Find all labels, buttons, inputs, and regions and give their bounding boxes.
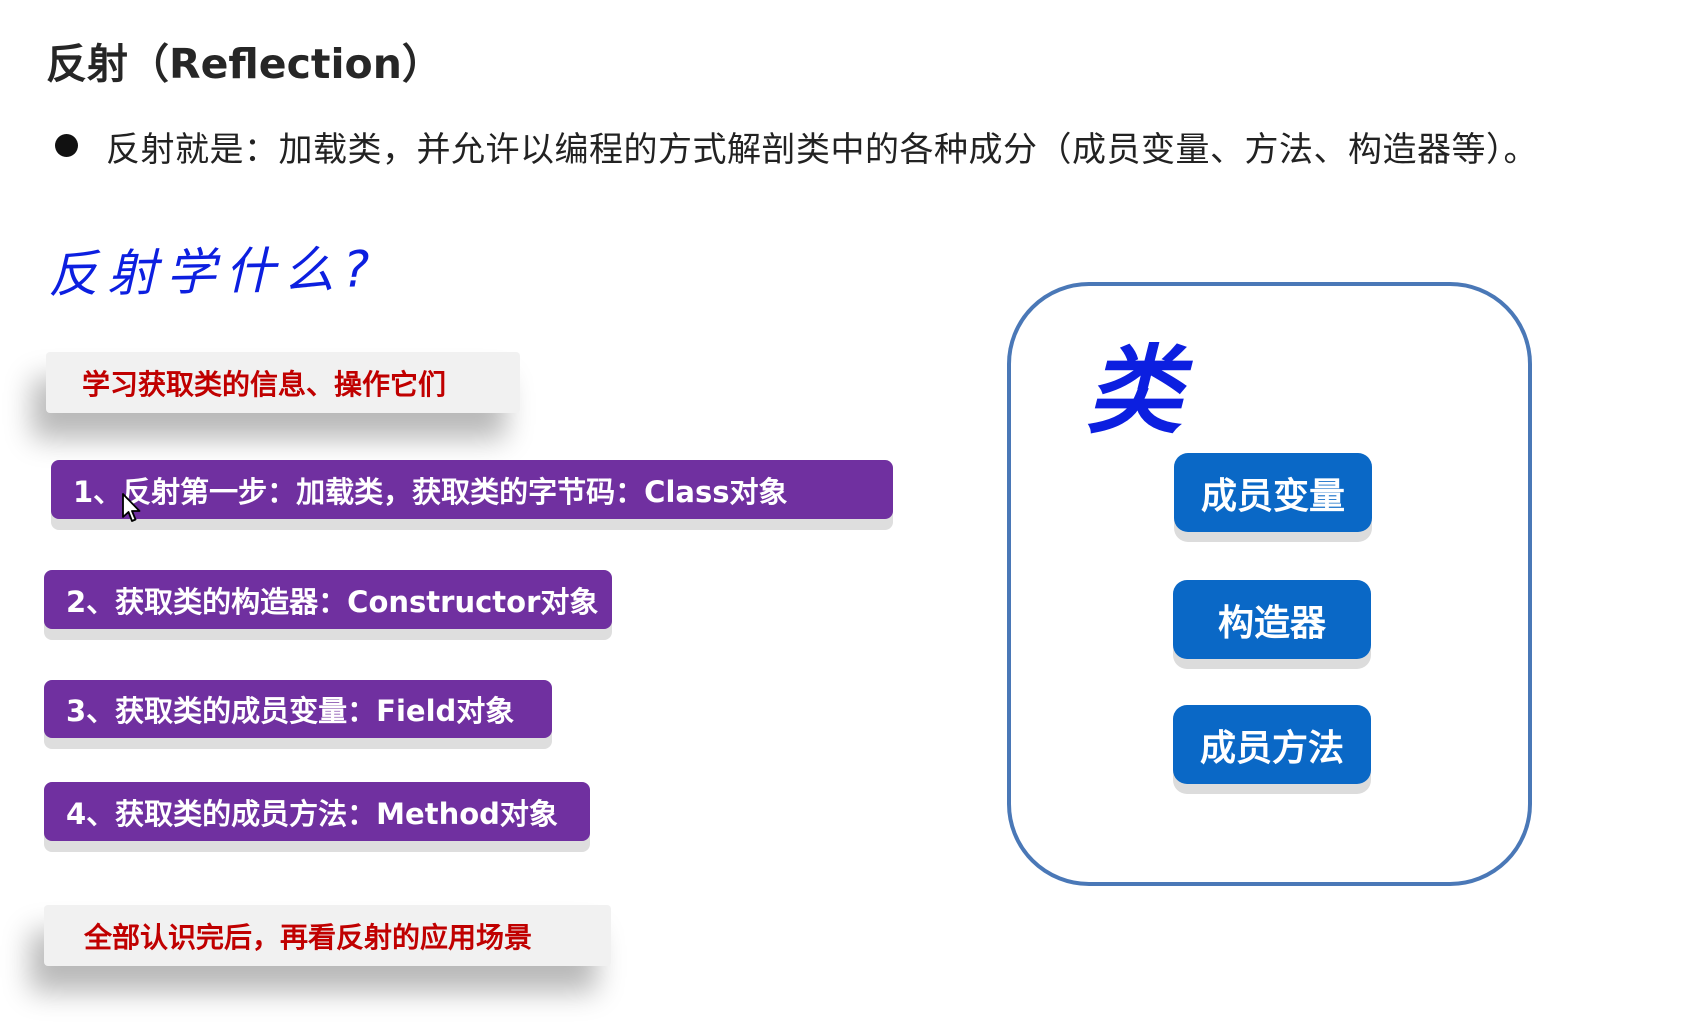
class-label: 类 bbox=[1086, 335, 1182, 447]
step-get-constructor: 2、获取类的构造器：Constructor对象 bbox=[44, 570, 612, 629]
callout-application-scenarios: 全部认识完后，再看反射的应用场景 bbox=[44, 905, 611, 966]
class-diagram-box bbox=[1007, 282, 1532, 886]
step-load-class: 1、反射第一步：加载类，获取类的字节码：Class对象 bbox=[51, 460, 893, 519]
member-methods-badge: 成员方法 bbox=[1173, 705, 1371, 784]
handwritten-question: 反射学什么? bbox=[47, 240, 380, 304]
bullet-icon bbox=[55, 134, 78, 157]
member-constructor-badge: 构造器 bbox=[1173, 580, 1371, 659]
page-title: 反射（Reflection） bbox=[46, 40, 443, 88]
member-fields-badge: 成员变量 bbox=[1174, 453, 1372, 532]
step-get-field: 3、获取类的成员变量：Field对象 bbox=[44, 680, 552, 738]
definition-text: 反射就是：加载类，并允许以编程的方式解剖类中的各种成分（成员变量、方法、构造器等… bbox=[106, 130, 1538, 170]
callout-learn-info: 学习获取类的信息、操作它们 bbox=[46, 352, 520, 413]
cursor-icon bbox=[122, 493, 141, 522]
step-get-method: 4、获取类的成员方法：Method对象 bbox=[44, 782, 590, 841]
